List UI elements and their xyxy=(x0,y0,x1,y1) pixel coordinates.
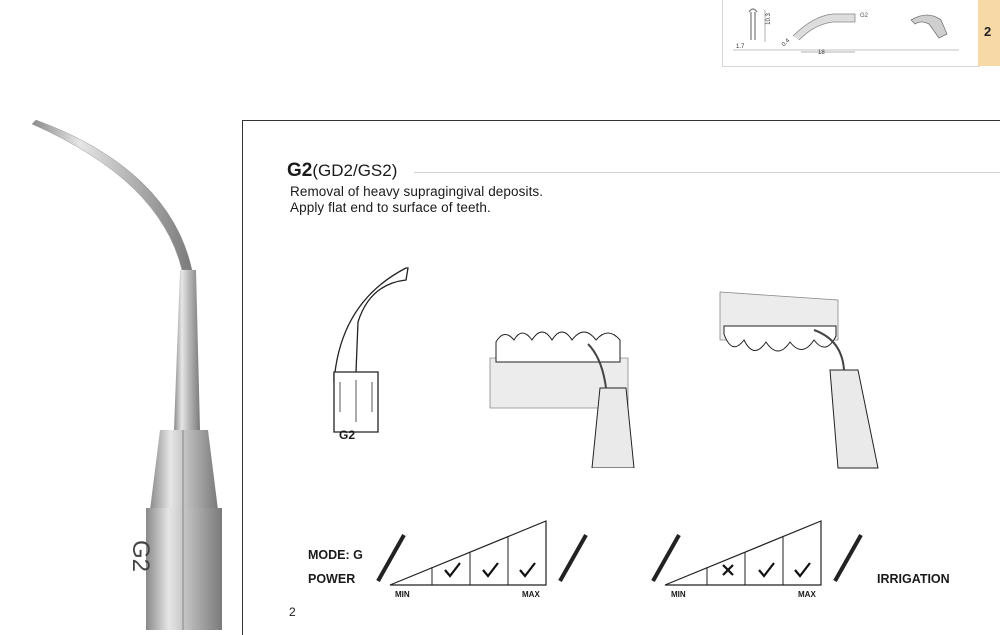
product-title: G2(GD2/GS2) xyxy=(287,160,397,182)
product-card xyxy=(242,120,1000,635)
power-max-label: MAX xyxy=(522,590,540,599)
irrigation-max-label: MAX xyxy=(798,590,816,599)
dim-tip-label: G2 xyxy=(860,13,869,19)
irrigation-check-mark-2 xyxy=(758,562,775,578)
dim-length: 18 xyxy=(818,50,825,56)
page-tab-number: 2 xyxy=(984,24,992,39)
dimension-drawing xyxy=(733,8,959,53)
description-line-1: Removal of heavy supragingival deposits. xyxy=(290,184,544,199)
power-check-mark-1 xyxy=(444,562,461,578)
page-tab: 2 xyxy=(978,0,1000,66)
title-rule xyxy=(414,172,1000,173)
irrigation-scale xyxy=(651,520,863,586)
mode-label: MODE: G xyxy=(308,548,363,562)
dim-width: 1.7 xyxy=(736,44,745,50)
irrigation-label: IRRIGATION xyxy=(877,572,950,586)
power-label: POWER xyxy=(308,572,356,586)
title-variants: (GD2/GS2) xyxy=(312,161,398,180)
drawing-label: G2 xyxy=(339,428,356,442)
mandible-illustration xyxy=(489,331,635,468)
power-scale xyxy=(376,520,588,586)
power-check-mark-3 xyxy=(519,562,536,578)
irrigation-check-mark-3 xyxy=(794,562,811,578)
tip-line-drawing xyxy=(333,267,409,433)
title-code: G2 xyxy=(287,160,313,181)
maxilla-illustration xyxy=(719,291,879,469)
description-line-2: Apply flat end to surface of teeth. xyxy=(290,200,491,215)
irrigation-min-label: MIN xyxy=(671,590,686,599)
page-number: 2 xyxy=(289,605,296,619)
power-check-mark-2 xyxy=(482,562,499,578)
scaler-tip-photo xyxy=(31,120,222,630)
dimension-diagram xyxy=(722,0,980,67)
irrigation-cross-mark-1 xyxy=(722,564,734,576)
power-min-label: MIN xyxy=(395,590,410,599)
